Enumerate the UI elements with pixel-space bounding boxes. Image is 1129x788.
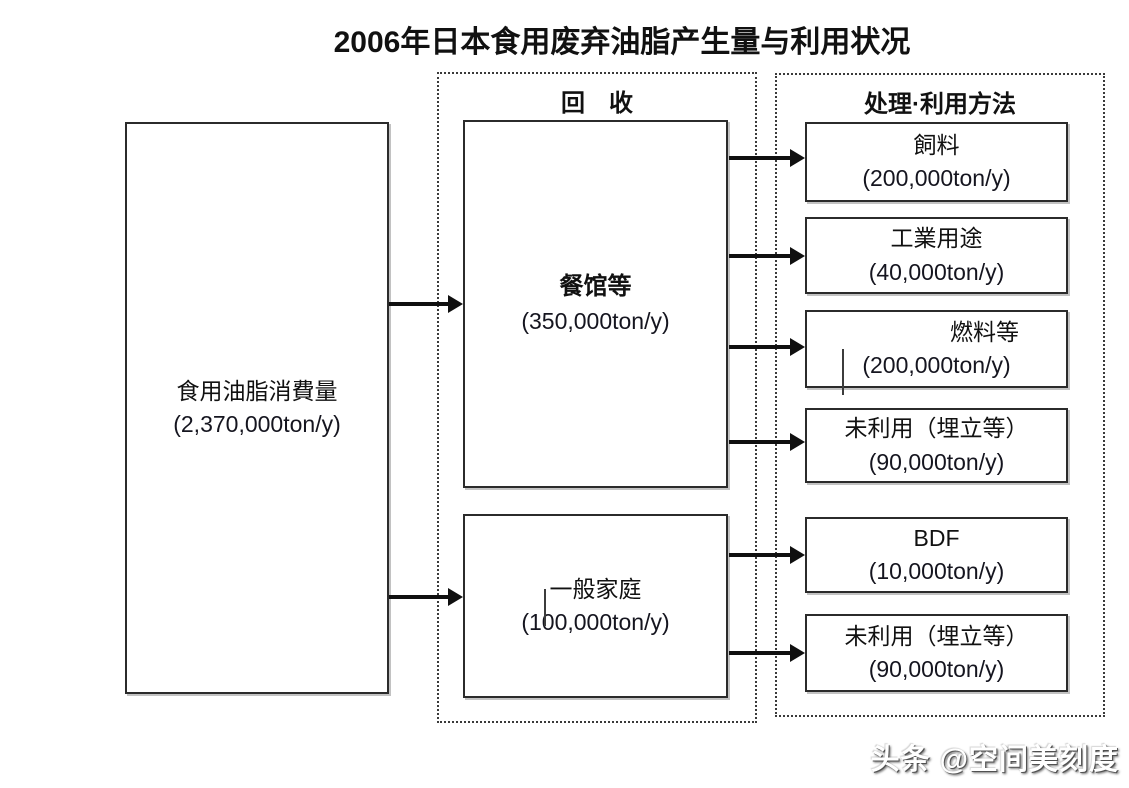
node-unused-landfill-2: 未利用（埋立等） (90,000ton/y) — [805, 614, 1068, 692]
node-restaurants: 餐馆等 (350,000ton/y) — [463, 120, 728, 488]
arrow-restaurants-to-industrial — [729, 254, 790, 258]
node-label: BDF — [913, 524, 960, 551]
node-value: (40,000ton/y) — [868, 258, 1005, 285]
arrow-households-to-unused — [729, 651, 790, 655]
node-unused-landfill-1: 未利用（埋立等） (90,000ton/y) — [805, 408, 1068, 483]
node-oil-consumption: 食用油脂消費量 (2,370,000ton/y) — [125, 122, 389, 694]
node-value: (10,000ton/y) — [868, 558, 1005, 584]
watermark: 头条 @空间美刻度 — [870, 744, 1119, 776]
node-value: (200,000ton/y) — [862, 165, 1011, 191]
node-label: 一般家庭 — [549, 575, 642, 602]
node-label: 食用油脂消費量 — [176, 377, 338, 404]
node-value: (2,370,000ton/y) — [173, 411, 341, 437]
node-bdf: BDF (10,000ton/y) — [805, 517, 1068, 593]
group-treatment-header: 处理·利用方法 — [864, 91, 1016, 118]
node-fuel: 燃料等 (200,000ton/y) — [805, 310, 1068, 388]
node-value: (90,000ton/y) — [868, 448, 1005, 475]
arrow-source-to-households — [389, 595, 448, 599]
text-cursor-artifact — [544, 589, 546, 626]
arrow-restaurants-to-unused — [729, 440, 790, 444]
node-label: 工業用途 — [890, 225, 983, 252]
node-households: 一般家庭 (100,000ton/y) — [463, 514, 728, 698]
arrow-restaurants-to-fuel — [729, 345, 790, 349]
node-feed: 飼料 (200,000ton/y) — [805, 122, 1068, 202]
node-label: 燃料等 — [950, 318, 1019, 345]
node-label: 未利用（埋立等） — [844, 622, 1029, 649]
diagram-title: 2006年日本食用废弃油脂产生量与利用状况 — [333, 26, 911, 59]
arrow-source-to-restaurants — [389, 302, 448, 306]
arrow-restaurants-to-feed — [729, 156, 790, 160]
node-industrial-use: 工業用途 (40,000ton/y) — [805, 217, 1068, 294]
node-value: (100,000ton/y) — [521, 609, 670, 635]
node-value: (350,000ton/y) — [521, 307, 670, 334]
node-label: 餐馆等 — [559, 272, 632, 300]
text-cursor-artifact — [842, 349, 844, 395]
node-label: 未利用（埋立等） — [844, 415, 1029, 442]
group-recovery-header: 回 收 — [561, 90, 633, 117]
node-value: (200,000ton/y) — [862, 352, 1011, 378]
node-value: (90,000ton/y) — [868, 656, 1005, 682]
node-label: 飼料 — [913, 131, 960, 158]
arrow-households-to-bdf — [729, 553, 790, 557]
